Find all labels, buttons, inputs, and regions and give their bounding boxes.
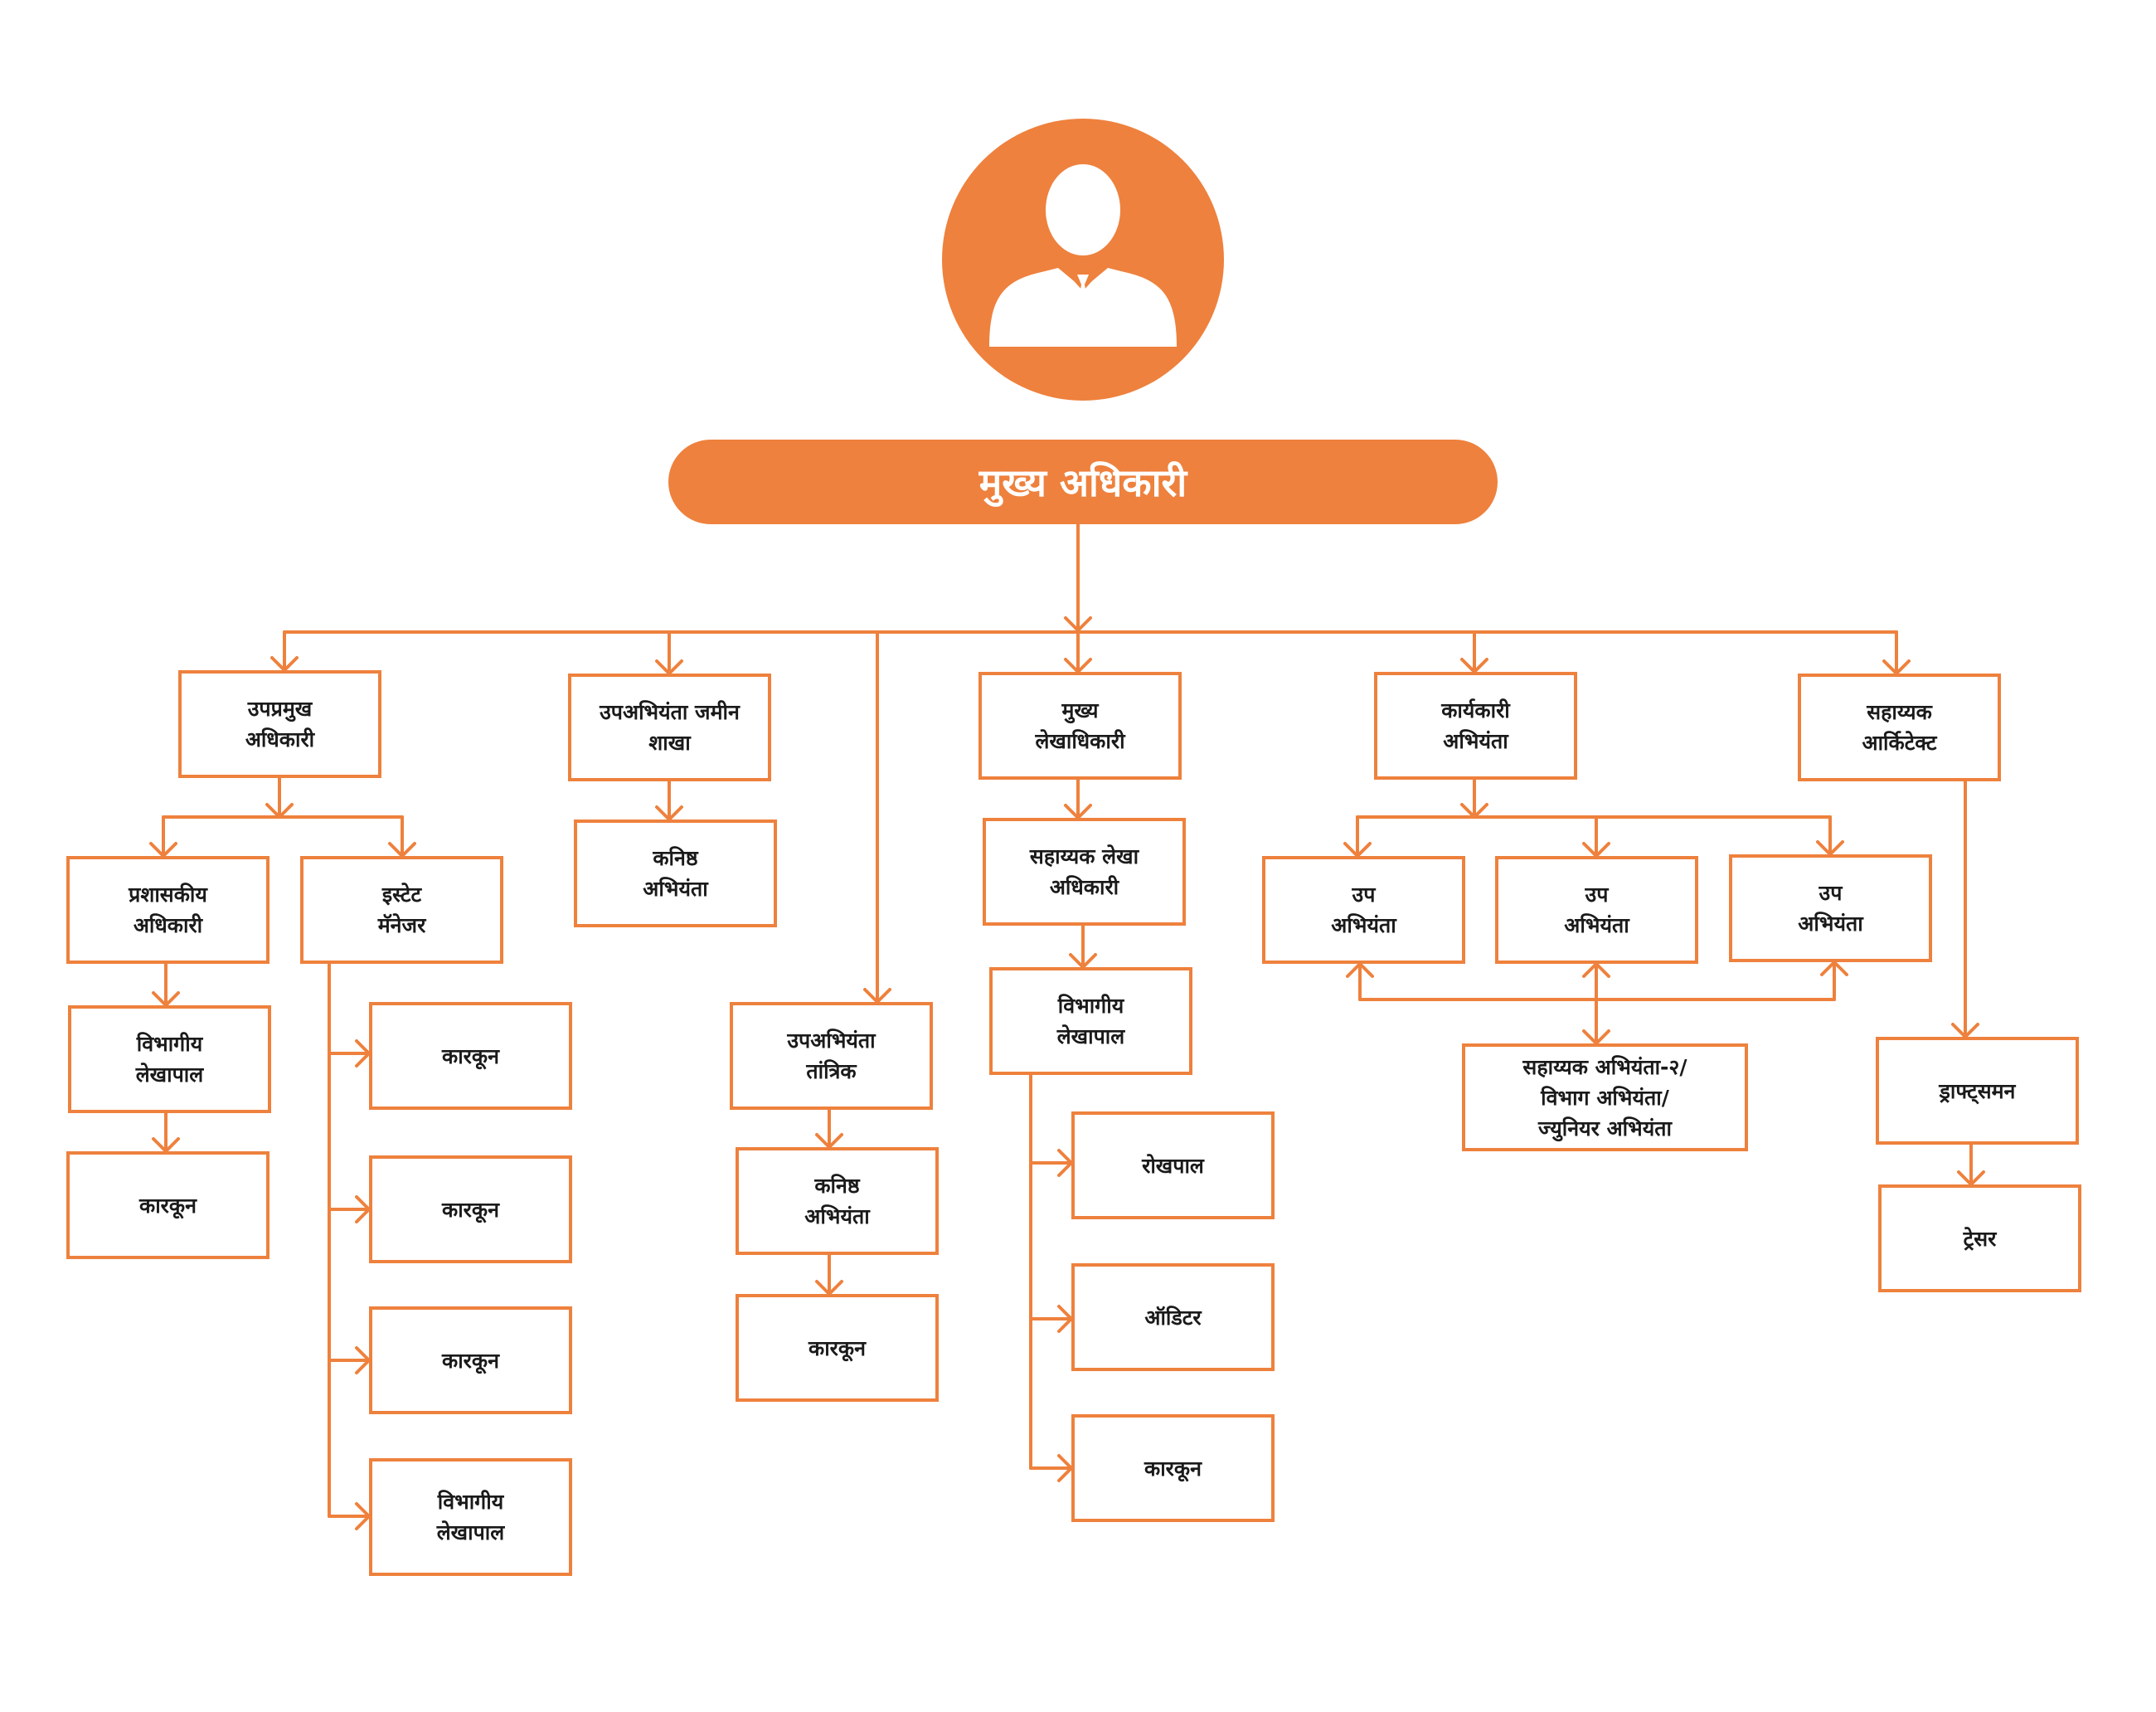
node-dy-eng-2: उप अभियंता [1495, 856, 1698, 964]
chief-officer-title: मुख्य अधिकारी [668, 440, 1498, 524]
node-jr-eng-land: कनिष्ठ अभियंता [574, 820, 777, 927]
node-asst-accounts: सहाय्यक लेखा अधिकारी [983, 818, 1186, 926]
node-estate-clerk-1: कारकून [369, 1002, 572, 1110]
node-asst-architect: सहाय्यक आर्किटेक्ट [1798, 674, 2001, 781]
node-deputy-chief: उपप्रमुख अधिकारी [178, 670, 381, 778]
node-estate-div-accountant: विभागीय लेखापाल [369, 1458, 572, 1576]
node-dy-eng-land: उपअभियंता जमीन शाखा [568, 674, 771, 781]
node-auditor: ऑडिटर [1071, 1263, 1275, 1371]
person-avatar-icon [942, 119, 1224, 401]
node-estate-clerk-3: कारकून [369, 1306, 572, 1414]
node-dy-eng-3: उप अभियंता [1729, 854, 1932, 962]
node-clerk-a: कारकून [66, 1151, 270, 1259]
node-div-accountant-a: विभागीय लेखापाल [68, 1005, 271, 1113]
node-estate-clerk-2: कारकून [369, 1155, 572, 1263]
node-dy-eng-1: उप अभियंता [1262, 856, 1465, 964]
node-div-accountant-b: विभागीय लेखापाल [989, 967, 1192, 1075]
node-exec-eng: कार्यकारी अभियंता [1374, 672, 1577, 780]
node-chief-accounts: मुख्य लेखाधिकारी [978, 672, 1182, 780]
node-estate-manager: इस्टेट मॅनेजर [300, 856, 503, 964]
node-admin-officer: प्रशासकीय अधिकारी [66, 856, 270, 964]
arrowhead-66 [1820, 961, 1848, 976]
node-clerk-b: कारकून [1071, 1414, 1275, 1522]
node-asst-eng: सहाय्यक अभियंता-२/ विभाग अभियंता/ ज्युनि… [1462, 1043, 1748, 1151]
node-jr-eng-tech: कनिष्ठ अभियंता [736, 1147, 939, 1255]
node-cashier: रोखपाल [1071, 1111, 1275, 1219]
arrowhead-68 [1582, 962, 1610, 978]
arrowhead-64 [1346, 962, 1374, 978]
node-clerk-tech: कारकून [736, 1294, 939, 1402]
node-tracer: ट्रेसर [1878, 1184, 2081, 1292]
node-draftsman: ड्राफ्ट्समन [1876, 1037, 2079, 1145]
person-silhouette-icon [989, 164, 1177, 347]
node-dy-eng-tech: उपअभियंता तांत्रिक [730, 1002, 933, 1110]
